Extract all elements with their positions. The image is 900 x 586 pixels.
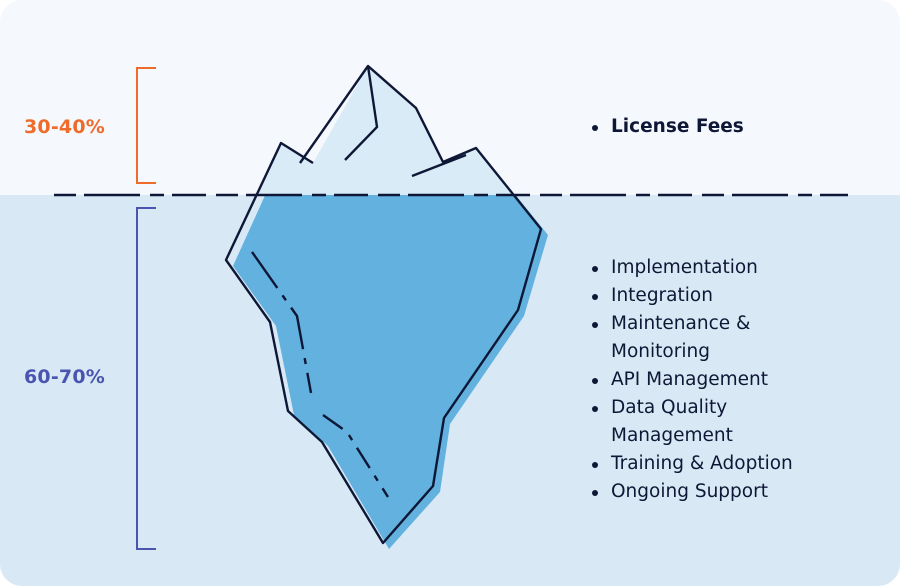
bracket-icon — [136, 207, 156, 550]
list-item: API Management — [589, 366, 793, 394]
iceberg-icon — [224, 64, 548, 549]
above-water-percentage: 30-40% — [24, 116, 106, 138]
list-item: Integration — [589, 282, 793, 310]
list-item: Ongoing Support — [589, 478, 793, 506]
list-item: License Fees — [589, 113, 744, 141]
list-item: Implementation — [589, 254, 793, 282]
bracket-icon — [136, 67, 156, 184]
list-item: Training & Adoption — [589, 450, 793, 478]
below-water-list: Implementation Integration Maintenance &… — [589, 254, 793, 506]
below-water-percentage: 60-70% — [24, 366, 106, 388]
above-water-list: License Fees — [589, 113, 744, 141]
list-item: Maintenance &Monitoring — [589, 310, 793, 366]
